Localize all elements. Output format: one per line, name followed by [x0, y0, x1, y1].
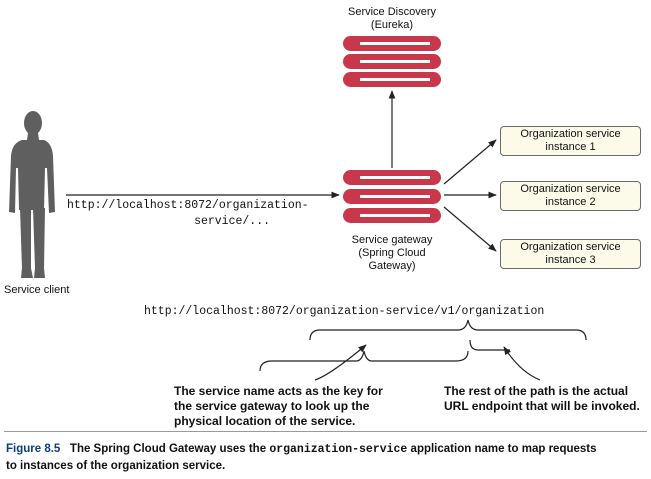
top-brace	[309, 319, 587, 341]
service-name-callout-arrow	[314, 344, 367, 381]
service-name-callout: The service name acts as the key for the…	[174, 384, 383, 428]
service-discovery-server-icon	[343, 36, 441, 87]
figure-number: Figure 8.5	[6, 443, 61, 455]
path-brace-left	[469, 339, 510, 351]
service-gateway-server-icon	[343, 170, 441, 223]
caption-divider	[4, 431, 647, 432]
figure-caption: Figure 8.5 The Spring Cloud Gateway uses…	[6, 443, 597, 472]
left-brace	[259, 350, 469, 372]
endpoint-callout: The rest of the path is the actual URL e…	[444, 384, 640, 413]
service-gateway-label: Service gateway (Spring Cloud Gateway)	[351, 234, 433, 272]
endpoint-callout-arrow	[503, 346, 541, 381]
request-url-label: http://localhost:8072/organization- serv…	[67, 199, 309, 228]
gateway-to-instance-1-arrow	[443, 139, 497, 185]
service-client-label: Service client	[4, 284, 70, 296]
service-discovery-label: Service Discovery (Eureka)	[347, 6, 437, 31]
service-client-person-icon	[9, 111, 55, 278]
full-url-label: http://localhost:8072/organization-servi…	[144, 305, 545, 318]
gateway-to-instance-3-arrow	[443, 206, 497, 252]
